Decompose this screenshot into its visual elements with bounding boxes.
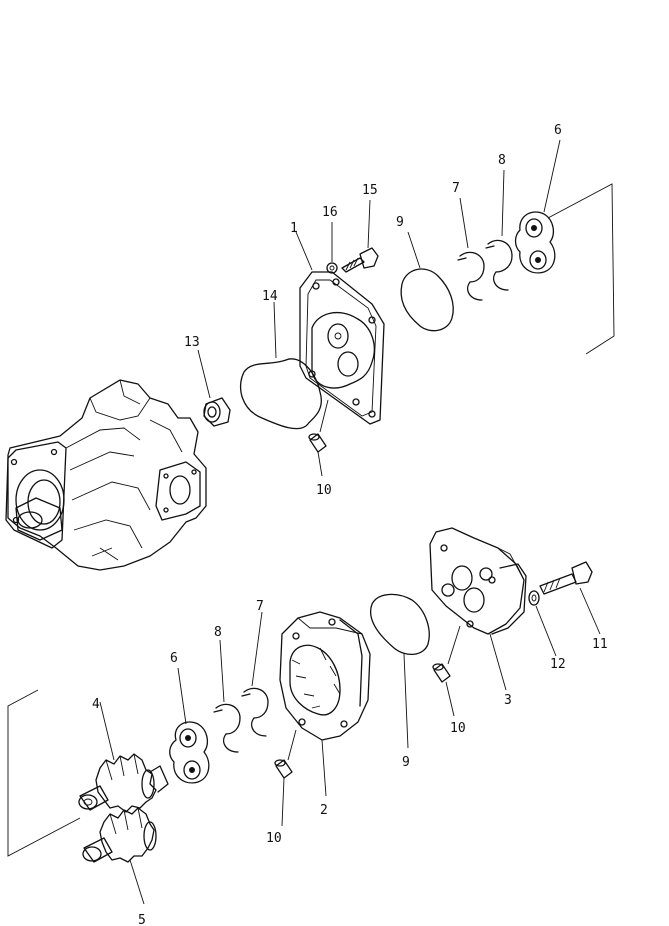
pump-housing bbox=[5, 379, 207, 571]
part-2-gear-housing bbox=[279, 611, 371, 797]
part-3-flange-housing bbox=[429, 527, 527, 691]
part-5-driven-gear bbox=[82, 807, 157, 905]
part-9-o-ring-top bbox=[400, 231, 454, 332]
part-6-bushing-bottom bbox=[169, 667, 210, 784]
part-4-drive-gear bbox=[78, 701, 169, 813]
label-10-mid: 10 bbox=[450, 721, 466, 736]
label-6-top: 6 bbox=[554, 123, 562, 138]
label-15: 15 bbox=[362, 183, 378, 198]
label-9-top: 9 bbox=[396, 215, 404, 230]
label-4: 4 bbox=[92, 697, 100, 712]
part-7-snap-ring-top bbox=[457, 197, 485, 301]
label-14: 14 bbox=[262, 289, 278, 304]
part-11-bolt bbox=[539, 561, 601, 635]
label-8-top: 8 bbox=[498, 153, 506, 168]
part-10-dowel-pin-bottom bbox=[274, 729, 297, 827]
part-7-snap-ring-bottom bbox=[241, 611, 269, 737]
part-14-gasket bbox=[239, 301, 322, 430]
label-10-top: 10 bbox=[316, 483, 332, 498]
label-8-bottom: 8 bbox=[214, 625, 222, 640]
label-3: 3 bbox=[504, 693, 512, 708]
label-2: 2 bbox=[320, 803, 328, 818]
part-12-washer bbox=[528, 590, 557, 657]
label-12: 12 bbox=[550, 657, 566, 672]
part-6-bushing-top bbox=[514, 139, 561, 274]
label-10-bottom: 10 bbox=[266, 831, 282, 846]
part-1-cover-plate bbox=[295, 231, 385, 425]
part-labels: 1 16 15 14 13 10 9 7 8 6 7 8 6 4 5 2 10 … bbox=[92, 123, 608, 926]
part-13-bearing bbox=[197, 349, 231, 427]
label-5: 5 bbox=[138, 913, 146, 926]
label-1: 1 bbox=[290, 221, 298, 236]
part-8-snap-ring-bottom bbox=[213, 639, 241, 753]
part-16-washer bbox=[326, 222, 338, 274]
part-10-dowel-pin-top bbox=[308, 399, 329, 477]
label-13: 13 bbox=[184, 335, 200, 350]
leader-bracket-bottom bbox=[7, 689, 81, 857]
part-8-snap-ring-top bbox=[485, 169, 513, 291]
label-11: 11 bbox=[592, 637, 608, 652]
part-10-dowel-pin-mid bbox=[432, 625, 461, 717]
label-7-top: 7 bbox=[452, 181, 460, 196]
label-6-bottom: 6 bbox=[170, 651, 178, 666]
leader-bracket-top bbox=[547, 183, 615, 355]
label-7-bottom: 7 bbox=[256, 599, 264, 614]
part-15-bolt bbox=[341, 199, 379, 273]
part-9-o-ring-bottom bbox=[369, 593, 430, 749]
label-16: 16 bbox=[322, 205, 338, 220]
label-9-bottom: 9 bbox=[402, 755, 410, 770]
